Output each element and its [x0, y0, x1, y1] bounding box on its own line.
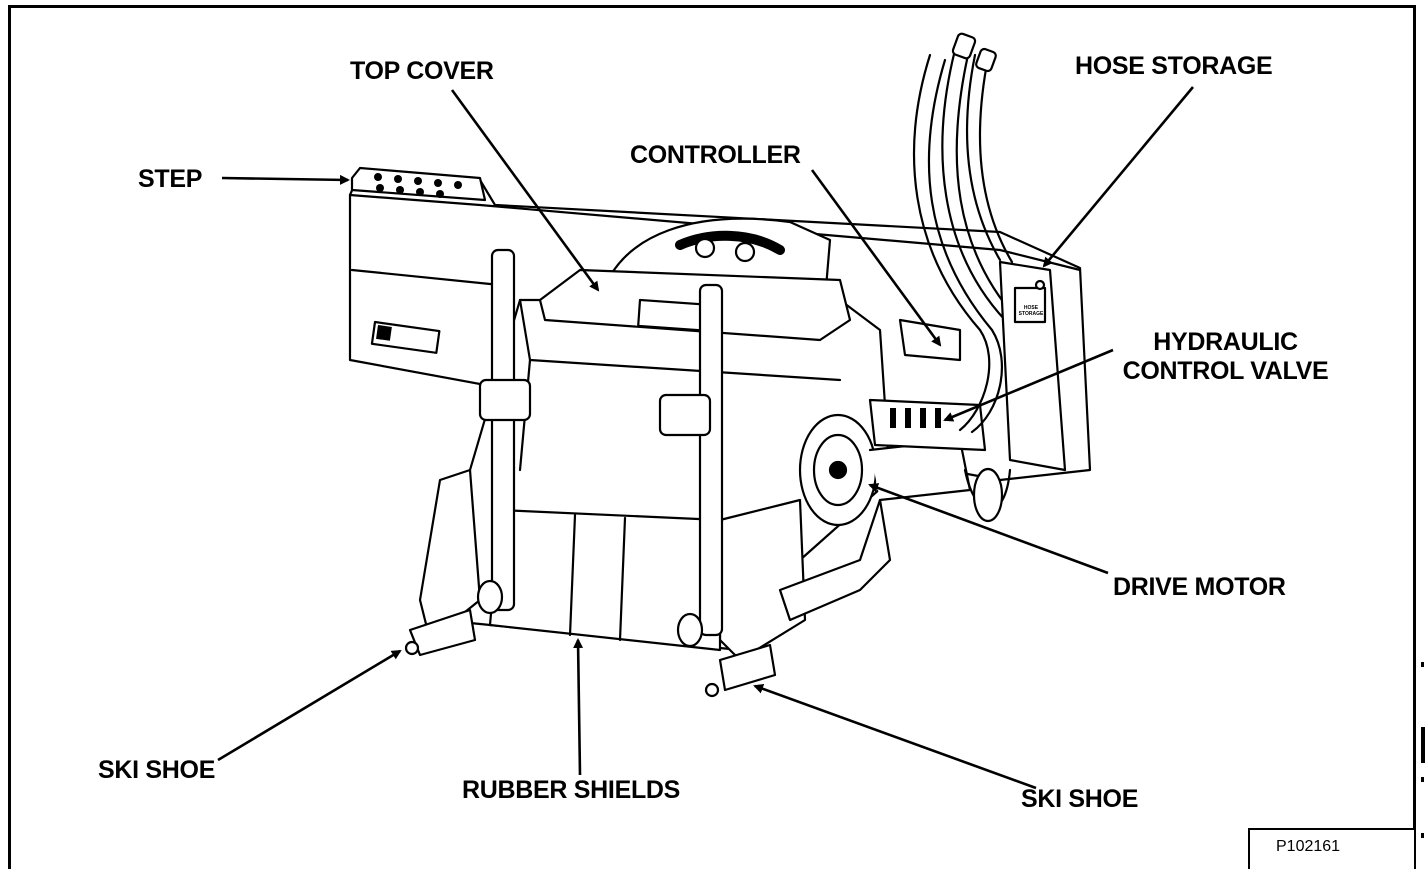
leader-hose-storage [1042, 86, 1194, 268]
controller-box [898, 318, 962, 362]
callout-top-cover: TOP COVER [350, 57, 494, 85]
right-ski-shoe-drawing [718, 643, 777, 692]
leader-step [221, 174, 350, 185]
leader-controller [810, 169, 942, 347]
leader-top-cover [450, 89, 600, 292]
leader-rubber-shields [573, 638, 584, 776]
hose-storage-decal: HOSE STORAGE [1014, 305, 1048, 317]
figure-id-box: P102161 [1248, 828, 1416, 869]
right-post [698, 283, 724, 637]
callout-hydraulic-control-valve: HYDRAULIC CONTROL VALVE [1113, 328, 1338, 386]
leader-ski-shoe-right [753, 684, 1037, 790]
hoses-drawing [912, 48, 1020, 434]
callout-hydraulic-line1: HYDRAULIC [1153, 328, 1298, 356]
edge-mark [1421, 777, 1424, 782]
callout-ski-shoe-right: SKI SHOE [1021, 785, 1139, 813]
callout-hydraulic-line2: CONTROL VALVE [1122, 357, 1329, 385]
figure-frame [8, 5, 1416, 869]
leader-hydraulic-valve [943, 348, 1114, 422]
hose-storage-decal-line2: STORAGE [1018, 311, 1044, 317]
callout-drive-motor: DRIVE MOTOR [1113, 573, 1286, 601]
leader-ski-shoe-left [217, 649, 402, 762]
callout-hose-storage: HOSE STORAGE [1075, 52, 1273, 80]
planer-attachment-illustration [348, 32, 1092, 698]
step-holes [374, 173, 462, 198]
edge-mark [1421, 662, 1424, 667]
callout-step: STEP [138, 165, 203, 193]
callout-rubber-shields: RUBBER SHIELDS [462, 776, 681, 804]
edge-mark [1421, 727, 1425, 763]
hydraulic-valve-drawing [868, 398, 987, 452]
left-post [490, 248, 516, 612]
callout-ski-shoe-left: SKI SHOE [98, 756, 216, 784]
callout-controller: CONTROLLER [630, 141, 801, 169]
leader-drive-motor [868, 483, 1109, 575]
hose-storage-decal-line1: HOSE [1023, 305, 1039, 311]
edge-mark [1421, 833, 1424, 838]
